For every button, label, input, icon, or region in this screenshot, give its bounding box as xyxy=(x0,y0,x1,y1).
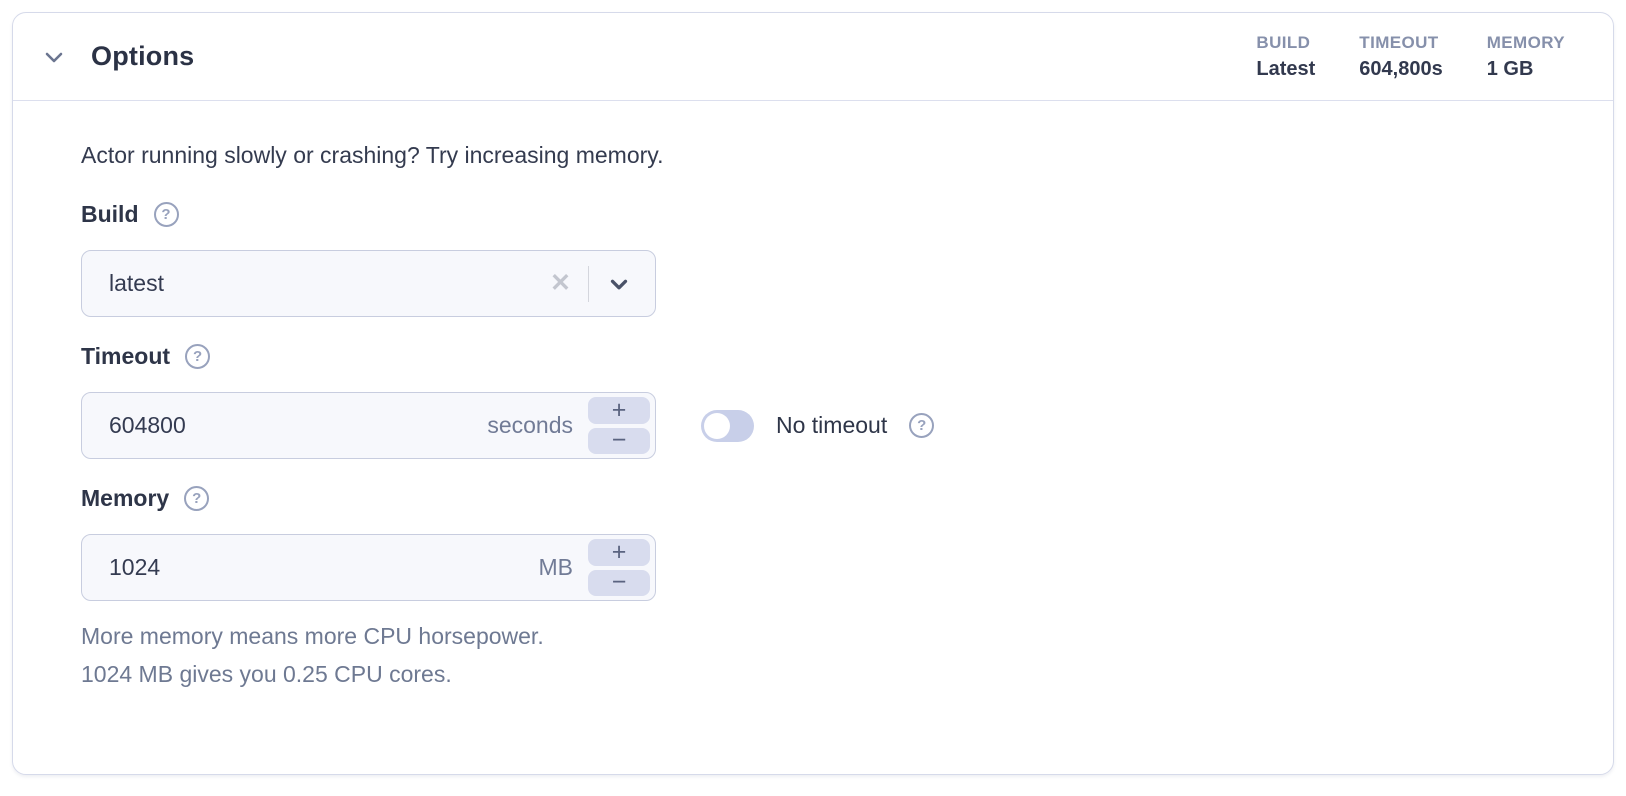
summary-timeout: TIMEOUT 604,800s xyxy=(1359,33,1442,81)
run-summary: BUILD Latest TIMEOUT 604,800s MEMORY 1 G… xyxy=(1256,33,1565,81)
collapse-section-button[interactable] xyxy=(39,42,69,72)
summary-timeout-label: TIMEOUT xyxy=(1359,32,1439,52)
build-select[interactable]: ✕ xyxy=(81,250,656,317)
page-title: Options xyxy=(91,41,195,71)
memory-hint-line-1: More memory means more CPU horsepower. xyxy=(81,623,544,649)
timeout-decrement-button[interactable]: − xyxy=(588,426,650,455)
build-label-row: Build ? xyxy=(81,201,1565,228)
memory-hint-line-2: 1024 MB gives you 0.25 CPU cores. xyxy=(81,661,452,687)
no-timeout-label: No timeout xyxy=(776,412,888,438)
minus-icon: − xyxy=(611,568,627,597)
timeout-increment-button[interactable]: + xyxy=(588,397,650,424)
timeout-row: seconds + − No timeout ? xyxy=(81,392,1565,459)
options-panel-body: Actor running slowly or crashing? Try in… xyxy=(13,101,1613,759)
timeout-input[interactable] xyxy=(82,393,655,458)
chevron-down-icon xyxy=(42,45,66,69)
memory-label: Memory xyxy=(81,485,170,511)
summary-memory-label: MEMORY xyxy=(1486,32,1565,52)
memory-hint: More memory means more CPU horsepower. 1… xyxy=(81,617,1565,693)
options-panel: Options BUILD Latest TIMEOUT 604,800s ME… xyxy=(12,12,1614,775)
summary-build: BUILD Latest xyxy=(1256,33,1315,81)
chevron-down-icon xyxy=(606,271,632,297)
timeout-field: Timeout ? seconds + − xyxy=(81,343,1565,459)
select-divider xyxy=(588,265,589,302)
build-help-icon[interactable]: ? xyxy=(153,202,179,227)
build-field: Build ? ✕ xyxy=(81,201,1565,317)
memory-decrement-button[interactable]: − xyxy=(588,568,650,597)
summary-build-value: Latest xyxy=(1256,57,1316,80)
plus-icon: + xyxy=(611,395,627,424)
build-input[interactable] xyxy=(82,251,655,316)
build-dropdown-button[interactable] xyxy=(606,271,632,297)
summary-build-label: BUILD xyxy=(1256,32,1311,52)
memory-increment-button[interactable]: + xyxy=(588,539,650,566)
minus-icon: − xyxy=(611,426,627,455)
summary-memory: MEMORY 1 GB xyxy=(1487,33,1565,81)
memory-field: Memory ? MB + − More memory means more C… xyxy=(81,485,1565,693)
timeout-label-row: Timeout ? xyxy=(81,343,1565,370)
build-select-controls: ✕ xyxy=(550,251,655,316)
build-label: Build xyxy=(81,201,139,227)
memory-stepper: + − xyxy=(588,539,650,596)
no-timeout-group: No timeout ? xyxy=(701,409,935,442)
clear-build-button[interactable]: ✕ xyxy=(550,271,571,296)
memory-input-box: MB + − xyxy=(81,534,656,601)
memory-help-icon[interactable]: ? xyxy=(184,486,210,511)
timeout-stepper: + − xyxy=(588,397,650,454)
plus-icon: + xyxy=(611,537,627,566)
header-left: Options xyxy=(39,41,194,72)
timeout-input-box: seconds + − xyxy=(81,392,656,459)
summary-memory-value: 1 GB xyxy=(1486,57,1534,80)
options-panel-header: Options BUILD Latest TIMEOUT 604,800s ME… xyxy=(13,13,1613,101)
memory-input[interactable] xyxy=(82,535,655,600)
timeout-label: Timeout xyxy=(81,343,171,369)
toggle-knob xyxy=(704,412,730,439)
memory-label-row: Memory ? xyxy=(81,485,1565,512)
timeout-help-icon[interactable]: ? xyxy=(185,344,211,369)
no-timeout-toggle[interactable] xyxy=(701,409,754,442)
no-timeout-help-icon[interactable]: ? xyxy=(909,413,935,438)
summary-timeout-value: 604,800s xyxy=(1359,57,1443,80)
intro-text: Actor running slowly or crashing? Try in… xyxy=(81,142,664,168)
x-icon: ✕ xyxy=(550,269,571,297)
